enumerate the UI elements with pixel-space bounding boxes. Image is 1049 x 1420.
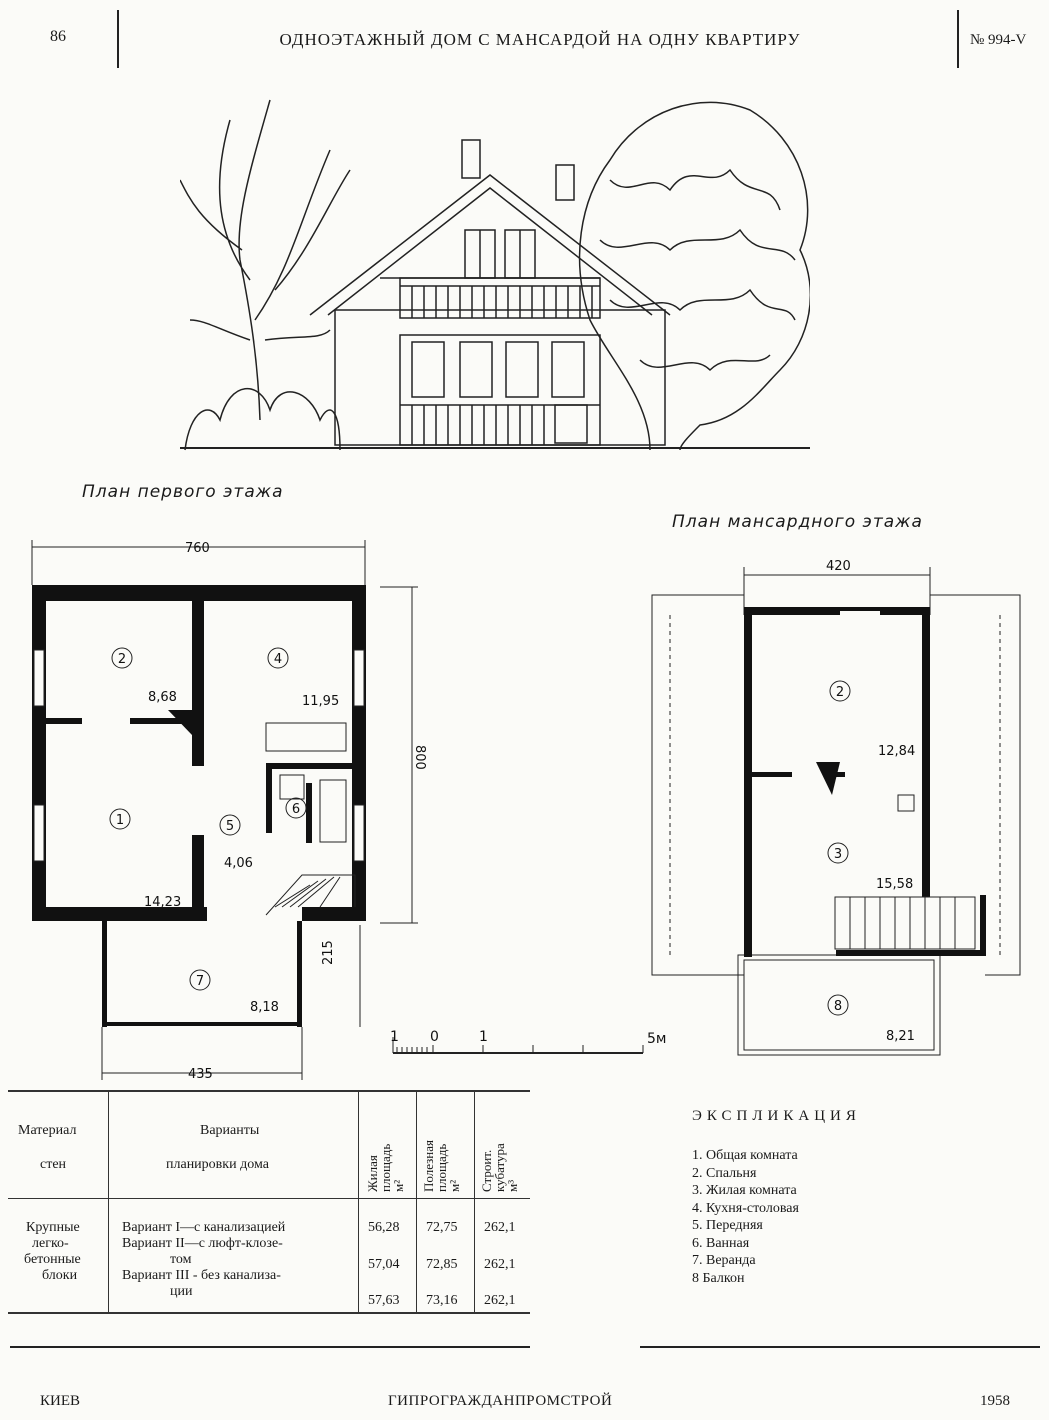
- room-area: 11,95: [302, 694, 339, 709]
- table-cell: 57,04: [368, 1257, 400, 1272]
- table-cell: 57,63: [368, 1293, 400, 1308]
- ground-floor-plan-label: План первого этажа: [82, 482, 284, 502]
- page-title: ОДНОЭТАЖНЫЙ ДОМ С МАНСАРДОЙ НА ОДНУ КВАР…: [279, 30, 801, 49]
- table-rule: [108, 1090, 109, 1314]
- explication-title: ЭКСПЛИКАЦИЯ: [692, 1108, 861, 1124]
- table-cell: Вариант III - без канализа-: [122, 1268, 281, 1283]
- table-header: Строит. кубатура м³: [479, 1143, 520, 1192]
- table-header: Варианты: [200, 1123, 260, 1138]
- footer-rule: [10, 1346, 530, 1348]
- table-cell: Вариант I—с канализацией: [122, 1220, 286, 1235]
- attic-floor-plan: 2 3 8 12,84 15,58 8,21 420: [651, 559, 1021, 1056]
- table-cell: ции: [170, 1284, 193, 1299]
- project-number: № 994-V: [970, 32, 1027, 48]
- room-area: 8,18: [250, 1000, 279, 1015]
- footer-publisher: ГИПРОГРАЖДАНПРОМСТРОЙ: [388, 1393, 613, 1409]
- room-number: 6: [292, 802, 300, 817]
- footer-year: 1958: [980, 1393, 1010, 1409]
- table-rule: [8, 1198, 530, 1199]
- scale-label: 0: [430, 1029, 439, 1045]
- room-number: 4: [274, 652, 282, 667]
- room-number: 3: [834, 847, 842, 862]
- table-cell: легко-: [32, 1236, 69, 1251]
- table-rule: [474, 1090, 475, 1314]
- scale-label: 1: [390, 1029, 399, 1045]
- table-header: Полезная площадь м²: [421, 1140, 462, 1192]
- table-cell: блоки: [42, 1268, 78, 1283]
- room-area: 8,21: [886, 1029, 915, 1044]
- table-cell: 262,1: [484, 1257, 516, 1272]
- room-number: 2: [836, 685, 844, 700]
- room-number: 2: [118, 652, 126, 667]
- table-cell: 262,1: [484, 1220, 516, 1235]
- table-cell: 72,85: [426, 1257, 458, 1272]
- table-cell: 73,16: [426, 1293, 458, 1308]
- dimension-veranda-width: 435: [188, 1067, 213, 1080]
- table-header: планировки дома: [166, 1157, 269, 1172]
- footer-rule: [640, 1346, 1040, 1348]
- list-item: 8 Балкон: [692, 1270, 745, 1286]
- dimension-veranda-depth: 215: [321, 940, 336, 965]
- table-cell: 262,1: [484, 1293, 516, 1308]
- table-rule: [8, 1312, 530, 1314]
- house-facade-drawing: [180, 99, 810, 451]
- header-divider: [117, 10, 119, 68]
- room-area: 12,84: [878, 744, 915, 759]
- table-cell: 56,28: [368, 1220, 400, 1235]
- scale-label: 1: [479, 1029, 488, 1045]
- page-header: 86 ОДНОЭТАЖНЫЙ ДОМ С МАНСАРДОЙ НА ОДНУ К…: [0, 10, 1049, 68]
- room-number: 7: [196, 974, 204, 989]
- explication: ЭКСПЛИКАЦИЯ 1. Общая комната 2. Спальня …: [692, 1108, 861, 1287]
- scale-label: 5м: [647, 1031, 666, 1047]
- page-number: 86: [50, 28, 66, 45]
- table-cell: 72,75: [426, 1220, 458, 1235]
- table-cell: Крупные: [26, 1220, 80, 1235]
- table-rule: [8, 1090, 530, 1092]
- list-item: 4. Кухня-столовая: [692, 1200, 799, 1216]
- table-cell: Вариант II—с люфт-клозе-: [122, 1236, 283, 1251]
- header-divider: [957, 10, 959, 68]
- table-cell: бетонные: [24, 1252, 81, 1267]
- list-item: 7. Веранда: [692, 1253, 756, 1268]
- table-rule: [358, 1090, 359, 1314]
- scale-bar: 1 0 1 5м: [390, 1029, 666, 1054]
- table-header: Жилая площадь м²: [365, 1143, 406, 1192]
- dimension-depth: 800: [412, 745, 427, 770]
- table-rule: [416, 1090, 417, 1314]
- room-number: 8: [834, 999, 842, 1014]
- list-item: 3. Жилая комната: [692, 1183, 797, 1198]
- list-item: 5. Передняя: [692, 1218, 763, 1233]
- footer-city: КИЕВ: [40, 1393, 81, 1409]
- room-area: 8,68: [148, 690, 177, 705]
- dimension-width: 420: [826, 559, 851, 574]
- dimension-width: 760: [185, 541, 210, 556]
- room-area: 15,58: [876, 877, 913, 892]
- room-area: 14,23: [144, 895, 181, 910]
- list-item: 1. Общая комната: [692, 1148, 798, 1163]
- table-header: Материал: [18, 1123, 77, 1138]
- table-header: стен: [40, 1157, 67, 1172]
- list-item: 6. Ванная: [692, 1235, 750, 1251]
- ground-floor-plan: 2 4 1 5 6 7 8,68 11,95 14,23 4,06 8,18 7…: [31, 540, 427, 1080]
- room-number: 5: [226, 819, 234, 834]
- list-item: 2. Спальня: [692, 1165, 757, 1181]
- attic-floor-plan-label: План мансардного этажа: [672, 512, 923, 532]
- area-table: Материал стен Варианты планировки дома Ж…: [8, 1090, 530, 1315]
- table-cell: том: [170, 1252, 192, 1267]
- room-area: 4,06: [224, 856, 253, 871]
- room-number: 1: [116, 813, 124, 828]
